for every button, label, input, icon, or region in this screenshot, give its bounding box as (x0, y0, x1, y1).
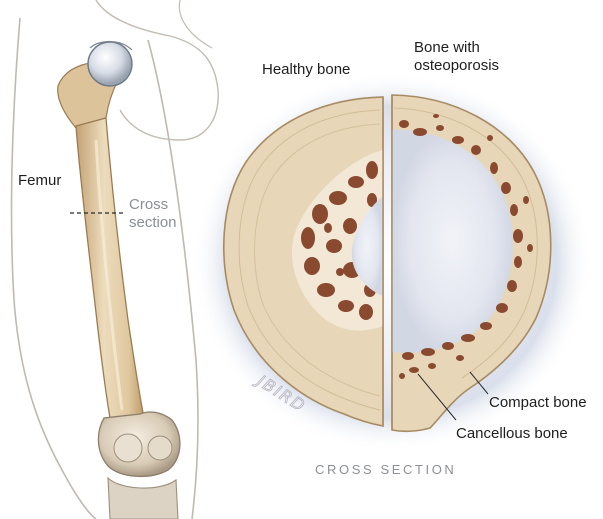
femur-bone (58, 42, 180, 519)
cross-section-label: Cross section (129, 196, 199, 232)
cross-section-label-line1: Cross (129, 196, 199, 214)
cross-section-caption: CROSS SECTION (315, 461, 456, 479)
osteoporosis-label: Bone with osteoporosis (414, 39, 534, 75)
osteoporosis-label-line1: Bone with (414, 39, 534, 57)
cross-section-label-line2: section (129, 214, 199, 232)
compact-bone-label: Compact bone (489, 394, 587, 412)
femur-label: Femur (18, 172, 61, 190)
osteoporosis-label-line2: osteoporosis (414, 57, 534, 75)
cancellous-bone-label: Cancellous bone (456, 425, 568, 443)
healthy-bone-label: Healthy bone (262, 61, 350, 79)
